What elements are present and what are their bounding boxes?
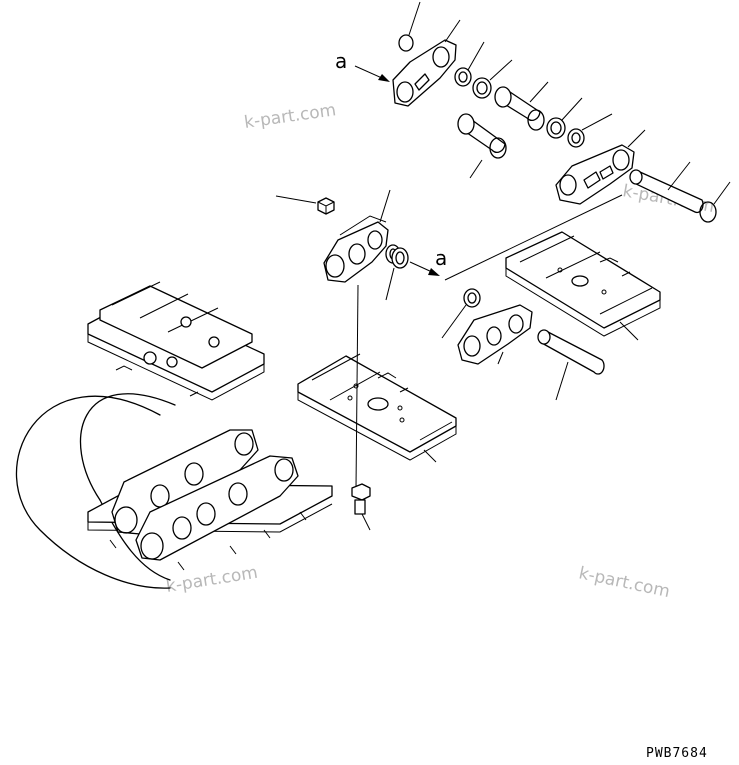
shoe-plate-right (505, 231, 661, 341)
seal-ring-3 (546, 97, 583, 139)
callout-arrow-middle: a (409, 246, 447, 276)
seal-ring-4 (567, 113, 613, 148)
bushing-upper (494, 81, 549, 131)
bolt-guide-line (355, 284, 359, 489)
watermark-bottom-left: k-part.com (165, 563, 260, 597)
shoe-bolt (351, 483, 371, 531)
drawing-code: PWB7684 (646, 746, 708, 761)
master-link-right (555, 129, 646, 205)
seal-ring-1 (454, 41, 485, 87)
track-pin-right (537, 329, 605, 401)
seal-middle-2 (385, 247, 409, 301)
assembled-track-group (15, 281, 333, 589)
snap-ring-right (699, 181, 731, 223)
callout-a-top: a (335, 49, 347, 73)
master-link-top (392, 19, 461, 107)
watermark-bottom-right: k-part.com (577, 563, 672, 602)
master-link-middle (323, 189, 391, 283)
watermark-top: k-part.com (243, 100, 337, 133)
shoe-nut (275, 195, 335, 215)
callout-a-middle: a (435, 246, 447, 270)
track-link-right (457, 304, 533, 365)
assembly-guide-line (444, 194, 623, 281)
track-pin (629, 161, 704, 214)
seal-ring-2 (472, 59, 513, 99)
shoe-plate-middle (297, 353, 457, 463)
seal-right (441, 288, 481, 339)
snap-ring-top (398, 1, 421, 52)
callout-arrow-top: a (335, 49, 390, 82)
bushing-lower (457, 113, 507, 179)
